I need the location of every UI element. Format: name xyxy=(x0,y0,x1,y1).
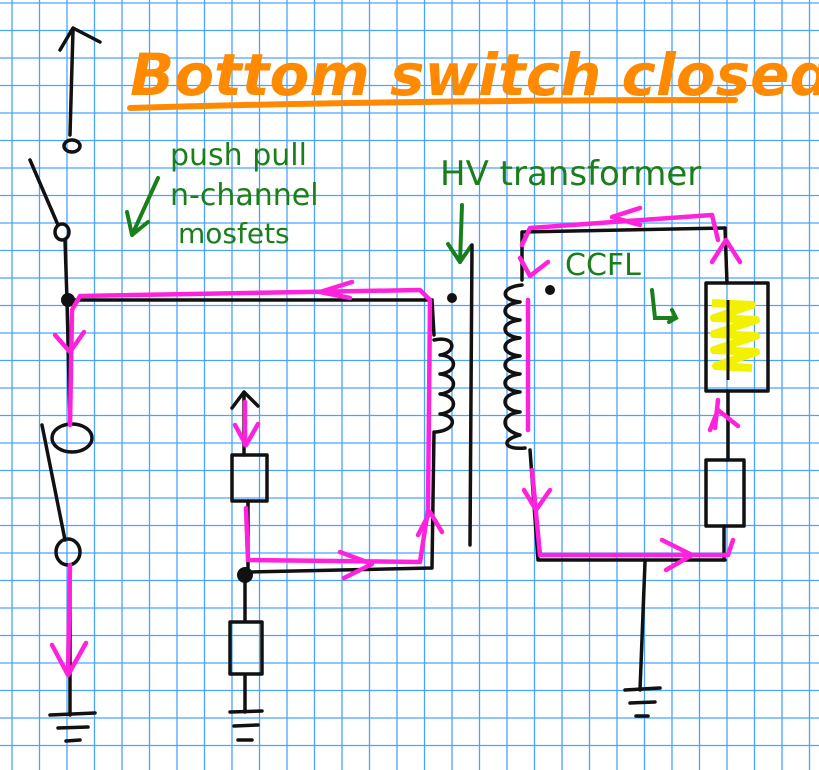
secondary-right-wire xyxy=(723,226,729,285)
primary-coil xyxy=(432,337,456,434)
title-underline xyxy=(127,97,738,111)
supply-terminal xyxy=(62,138,82,154)
circuit-wiring xyxy=(28,26,770,743)
arrow-left-down xyxy=(52,329,87,355)
secondary-lower-wire xyxy=(528,448,727,562)
resistor-lower xyxy=(228,620,264,676)
current-paths xyxy=(49,205,743,678)
primary-lower-wire xyxy=(248,430,436,574)
arrow-lamp-top xyxy=(709,237,743,265)
primary-right-wire xyxy=(430,298,436,337)
arrow-sec-top xyxy=(609,205,643,228)
label-n-channel: n-channel xyxy=(170,178,319,213)
resistor-upper xyxy=(230,453,269,503)
arrow-sec-bottom xyxy=(659,537,695,573)
ground-left xyxy=(48,711,97,743)
transformer-core xyxy=(468,243,474,547)
arrow-to-lamp xyxy=(650,288,679,324)
bottom-switch-lever xyxy=(40,423,67,542)
arrow-lamp-up xyxy=(707,407,741,433)
primary-polarity-dot xyxy=(447,293,457,303)
label-push-pull: push pull xyxy=(170,138,307,173)
ground-right-wire xyxy=(638,560,647,692)
arrow-primary-top xyxy=(317,279,355,301)
label-mosfets: mosfets xyxy=(178,217,290,250)
arrow-sec-left xyxy=(517,255,551,279)
secondary-coil xyxy=(503,283,527,450)
label-hv-transformer: HV transformer xyxy=(440,154,701,194)
ground-center xyxy=(228,709,264,742)
junction-left xyxy=(61,293,75,307)
current-primary-loop xyxy=(65,287,433,678)
arrow-center-down xyxy=(232,421,261,448)
annotations: push pull n-channel mosfets HV transform… xyxy=(125,138,701,324)
junction-center xyxy=(237,567,253,583)
top-switch-lever xyxy=(28,158,60,227)
arrow-to-transformer xyxy=(446,203,473,264)
arrow-sec-lower xyxy=(521,487,553,513)
secondary-polarity-dot xyxy=(545,285,555,295)
bottom-switch-contact-bottom xyxy=(54,537,82,567)
ccfl-glow xyxy=(710,299,760,380)
arrow-bottom-right xyxy=(337,549,375,581)
arrow-left-bottom xyxy=(49,640,89,678)
supply-arrow xyxy=(58,26,102,137)
label-ccfl: CCFL xyxy=(565,248,641,283)
bottom-switch-contact-top xyxy=(50,422,94,454)
junction-dots xyxy=(61,285,555,583)
left-rail-upper xyxy=(63,238,69,302)
ground-right xyxy=(623,686,662,718)
lamp-filament xyxy=(710,299,760,372)
arrow-primary-up xyxy=(415,509,445,538)
title-group: Bottom switch closed xyxy=(127,41,819,111)
ccfl-lamp-body xyxy=(704,281,770,393)
arrow-to-mosfets xyxy=(125,176,160,237)
top-switch-contact xyxy=(53,222,71,242)
